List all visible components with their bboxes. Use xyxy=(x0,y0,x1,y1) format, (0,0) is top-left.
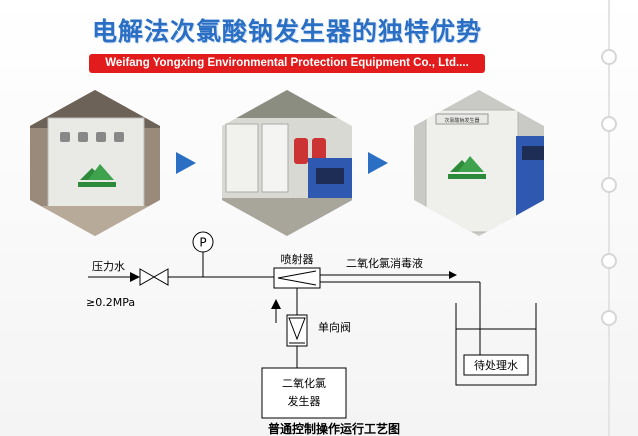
scroll-rail xyxy=(608,0,610,436)
nav-dot[interactable] xyxy=(601,310,617,326)
nav-dot[interactable] xyxy=(601,253,617,269)
photo-3-label: 次氯酸钠发生器 xyxy=(444,117,479,124)
pressure-water-label: 压力水 xyxy=(92,260,125,273)
pressure-gauge-icon xyxy=(192,231,214,253)
company-banner: Weifang Yongxing Environmental Protectio… xyxy=(89,54,485,73)
outlet-liquid-label: 二氧化氯消毒液 xyxy=(346,256,423,270)
flow-up-arrow-icon xyxy=(271,299,281,309)
generator-label-line1: 二氧化氯 xyxy=(282,376,326,390)
arrow-right-icon xyxy=(368,152,388,174)
process-diagram: P 喷射器 二氧化氯消毒液 待处理水 单向阀 二氧化氯 发生器 压力水 ≥0.2… xyxy=(86,231,537,436)
check-valve-label: 单向阀 xyxy=(318,320,351,334)
nav-dot[interactable] xyxy=(601,177,617,193)
gauge-symbol: P xyxy=(199,236,206,250)
diagram-caption: 普通控制操作运行工艺图 xyxy=(268,421,400,436)
tank-label: 待处理水 xyxy=(474,358,518,372)
generator-box xyxy=(261,367,347,419)
water-tank-icon xyxy=(455,303,537,386)
page-title: 电解法次氯酸钠发生器的独特优势 xyxy=(92,17,483,46)
generator-label-line2: 发生器 xyxy=(288,394,321,408)
product-photo-1 xyxy=(30,90,160,236)
pressure-value-label: ≥0.2MPa xyxy=(86,296,135,309)
arrow-right-icon xyxy=(176,152,196,174)
nav-dot[interactable] xyxy=(601,116,617,132)
check-valve-icon xyxy=(286,314,308,347)
nav-dot[interactable] xyxy=(601,49,617,65)
gate-valve-icon xyxy=(139,268,156,286)
ejector-icon xyxy=(273,267,321,289)
ejector-label: 喷射器 xyxy=(281,252,314,266)
product-photo-2 xyxy=(222,90,352,236)
product-photo-3: 次氯酸钠发生器 xyxy=(414,90,544,236)
inlet-arrow-icon xyxy=(130,272,140,282)
